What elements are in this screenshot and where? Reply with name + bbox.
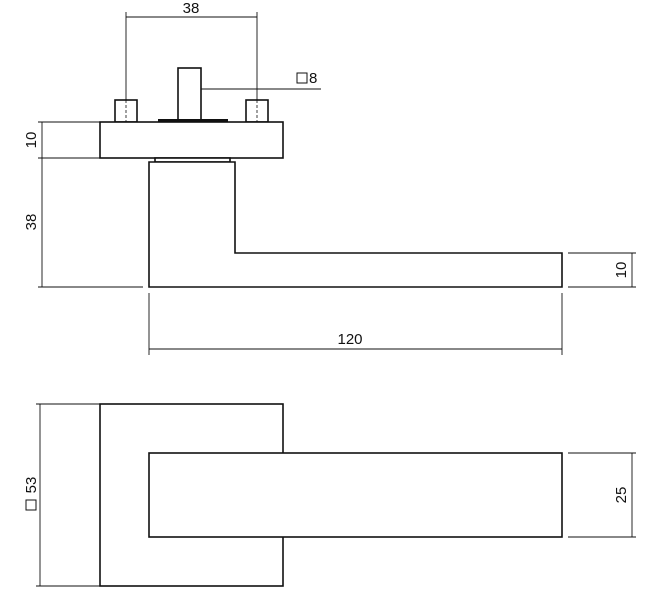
square-symbol-icon (25, 499, 37, 511)
dim-lever-width-text: 25 (613, 487, 630, 504)
washer (158, 119, 228, 123)
top-view (99, 403, 563, 587)
dim-rose-square-text: 53 (23, 477, 40, 494)
dim-rose-thickness: 10 (23, 121, 100, 159)
screw-left (114, 99, 138, 123)
lever-side (148, 161, 563, 288)
dim-lever-height-text: 38 (23, 214, 40, 231)
spindle (177, 67, 202, 123)
dim-lever-width: 25 (568, 452, 636, 538)
dim-lever-length-text: 120 (337, 331, 362, 348)
square-symbol-icon (296, 72, 308, 84)
rose (99, 121, 284, 159)
dim-lever-length: 120 (148, 293, 563, 355)
screw-right (245, 99, 269, 123)
lever-top (148, 452, 563, 538)
dim-top-width-text: 38 (183, 0, 200, 17)
side-view (99, 67, 563, 288)
dim-top-width: 38 (125, 0, 258, 100)
dim-rose-thickness-text: 10 (23, 132, 40, 149)
dim-spindle: 8 (201, 70, 321, 90)
dim-spindle-text: 8 (309, 70, 317, 87)
dim-lever-thickness: 10 (568, 252, 636, 288)
dim-lever-thickness-text: 10 (613, 262, 630, 279)
dim-rose-square: 53 (23, 403, 100, 587)
dim-lever-height: 38 (23, 158, 143, 288)
